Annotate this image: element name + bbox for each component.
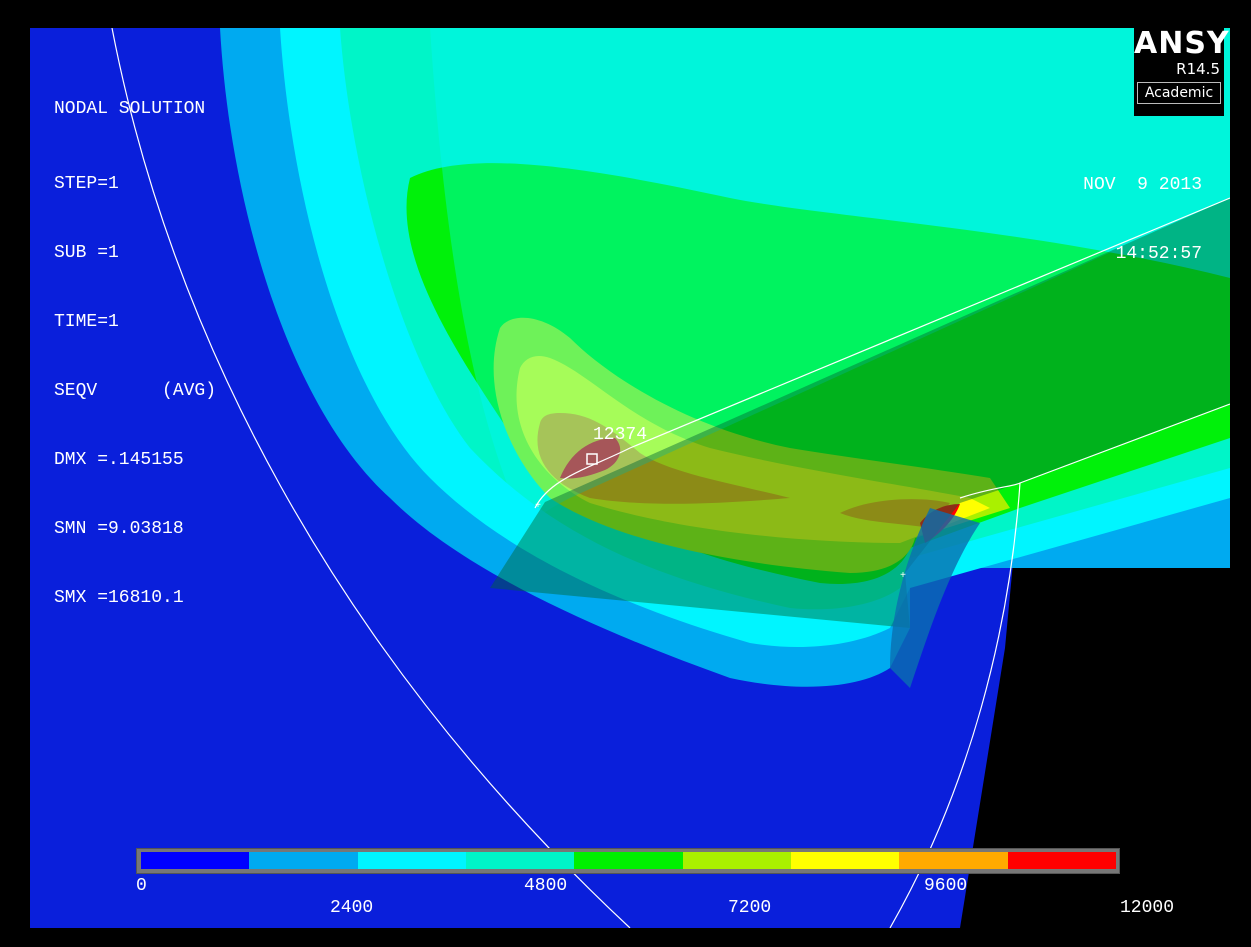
color-legend-bar [136, 848, 1120, 874]
logo-edition: Academic [1137, 82, 1221, 104]
legend-label-4800: 4800 [524, 876, 568, 896]
legend-swatch-2 [357, 852, 466, 869]
timestamp-time: 14:52:57 [1115, 244, 1202, 264]
legend-swatch-4 [574, 852, 683, 869]
legend-swatch-0 [141, 852, 250, 869]
timestamp-date: NOV 9 2013 [1083, 175, 1202, 195]
node-value-label: 12374 [593, 425, 648, 445]
legend-label-0: 0 [136, 876, 147, 896]
info-result-type: SEQV (AVG) [54, 381, 217, 401]
legend-swatch-8 [1007, 852, 1116, 869]
solution-info: NODAL SOLUTION STEP=1 SUB =1 TIME=1 SEQV… [54, 52, 216, 656]
legend-swatch-1 [249, 852, 358, 869]
legend-swatch-5 [682, 852, 791, 869]
timestamp: NOV 9 2013 14:52:57 [1083, 128, 1202, 312]
fillet-endpoint-marker-right: + [900, 571, 906, 582]
legend-label-7200: 7200 [728, 898, 772, 918]
ansys-logo: ANSYS R14.5 Academic [1134, 28, 1230, 116]
info-step: STEP=1 [54, 174, 119, 194]
plot-title: NODAL SOLUTION [54, 99, 206, 119]
legend-swatch-3 [465, 852, 575, 869]
info-sub: SUB =1 [54, 243, 119, 263]
legend-label-12000: 12000 [1120, 898, 1175, 918]
legend-label-2400: 2400 [330, 898, 374, 918]
logo-name: ANSYS [1134, 28, 1230, 61]
info-time: TIME=1 [54, 312, 119, 332]
legend-label-9600: 9600 [924, 876, 968, 896]
graphics-viewport[interactable]: + + NODAL SOLUTION STEP=1 SUB =1 TIME=1 … [30, 28, 1230, 928]
contour-plot: + + [30, 28, 1230, 928]
info-smx: SMX =16810.1 [54, 588, 184, 608]
logo-revision: R14.5 [1176, 60, 1220, 78]
fillet-endpoint-marker: + [535, 501, 541, 512]
info-dmx: DMX =.145155 [54, 450, 184, 470]
legend-swatch-6 [790, 852, 900, 869]
node-marker [586, 453, 598, 465]
legend-swatch-7 [899, 852, 1008, 869]
info-smn: SMN =9.03818 [54, 519, 184, 539]
